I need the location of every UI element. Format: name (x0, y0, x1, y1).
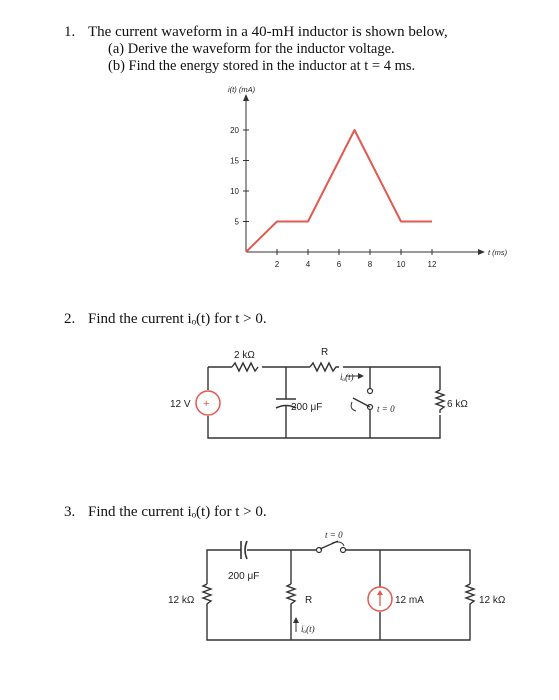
problem-1-part-b: (b) Find the energy stored in the induct… (108, 58, 416, 74)
circuit-3-r-right-label: 12 kΩ (479, 595, 506, 606)
problem-3-statement: Find the current iₒ(t) for t > 0. (88, 504, 267, 520)
circuit-2-cap-label: 200 μF (291, 402, 322, 413)
x-axis-arrowhead (478, 249, 485, 255)
circuit-3-resistor-right (464, 583, 476, 613)
circuit-2-switch-blade (352, 397, 371, 408)
x-tick-label-4: 4 (306, 260, 311, 269)
problem-2-number: 2. (64, 311, 76, 327)
x-axis-label: t (ms) (488, 248, 508, 257)
circuit-3-switch-contact-right (339, 546, 347, 554)
circuit-2-switch-contact-bottom (366, 403, 374, 411)
circuit-2-switch-contact-top (366, 387, 374, 395)
circuit-3-switch-contact-left (315, 546, 323, 554)
y-tick-label-15: 15 (230, 157, 239, 166)
circuit-3-wires (206, 549, 471, 641)
problem-3-number: 3. (64, 504, 76, 520)
circuit-3-source-label: 12 mA (395, 595, 424, 606)
circuit-3-capacitor-right-plate (244, 540, 248, 560)
x-tick-label-2: 2 (275, 260, 280, 269)
circuit-2-top-wire (207, 366, 441, 439)
circuit-2-r2-label: 6 kΩ (447, 399, 468, 410)
circuit-3-io-label: iₒ(t) (301, 624, 315, 634)
y-axis-arrowhead (243, 94, 249, 101)
circuit-2-io-label: iₒ(t) (340, 372, 354, 382)
problem-1-number: 1. (64, 24, 76, 40)
circuit-3-resistor-left (201, 583, 213, 613)
x-tick-label-8: 8 (368, 260, 373, 269)
circuit-3-switch-arc (331, 541, 345, 547)
y-tick-label-20: 20 (230, 126, 239, 135)
current-waveform-line (245, 129, 432, 253)
circuit-2-switch-arc (350, 401, 357, 412)
circuit-2-voltage-source (195, 390, 221, 416)
circuit-2-resistor-2k (231, 361, 259, 373)
circuit-3-io-arrowhead (293, 617, 299, 623)
x-tick-label-12: 12 (428, 260, 437, 269)
circuit-3-current-source (367, 586, 393, 612)
circuit-2-capacitor-bottom-plate (275, 404, 297, 409)
x-tick-label-6: 6 (337, 260, 342, 269)
circuit-2-io-arrowhead (358, 373, 364, 379)
circuit-3-r-label: R (305, 595, 312, 606)
y-tick-label-5: 5 (235, 218, 240, 227)
circuit-3-cap-label: 200 μF (228, 571, 259, 582)
problem-2-statement: Find the current iₒ(t) for t > 0. (88, 311, 267, 327)
circuit-2-plus-icon: + (203, 398, 209, 410)
y-axis-label: i(t) (mA) (228, 85, 256, 94)
circuit-2-resistor-6k (434, 389, 446, 413)
circuit-3-switch-blade (319, 540, 339, 550)
circuit-2-resistor-r (309, 361, 339, 373)
circuit-3-r-left-label: 12 kΩ (168, 595, 195, 606)
circuit-3-switch-label: t = 0 (325, 530, 343, 540)
problem-1-part-a: (a) Derive the waveform for the inductor… (108, 41, 395, 57)
circuit-2-source-label: 12 V (170, 399, 191, 410)
circuit-2-r-label: R (321, 347, 328, 358)
circuit-2-switch-label: t = 0 (377, 404, 395, 414)
circuit-3-resistor-r (285, 583, 297, 613)
x-tick-label-10: 10 (397, 260, 406, 269)
y-tick-label-10: 10 (230, 187, 239, 196)
circuit-2-r1-label: 2 kΩ (234, 350, 255, 361)
circuit-3-source-arrowhead (377, 590, 383, 595)
problem-1-statement: The current waveform in a 40-mH inductor… (88, 24, 448, 40)
